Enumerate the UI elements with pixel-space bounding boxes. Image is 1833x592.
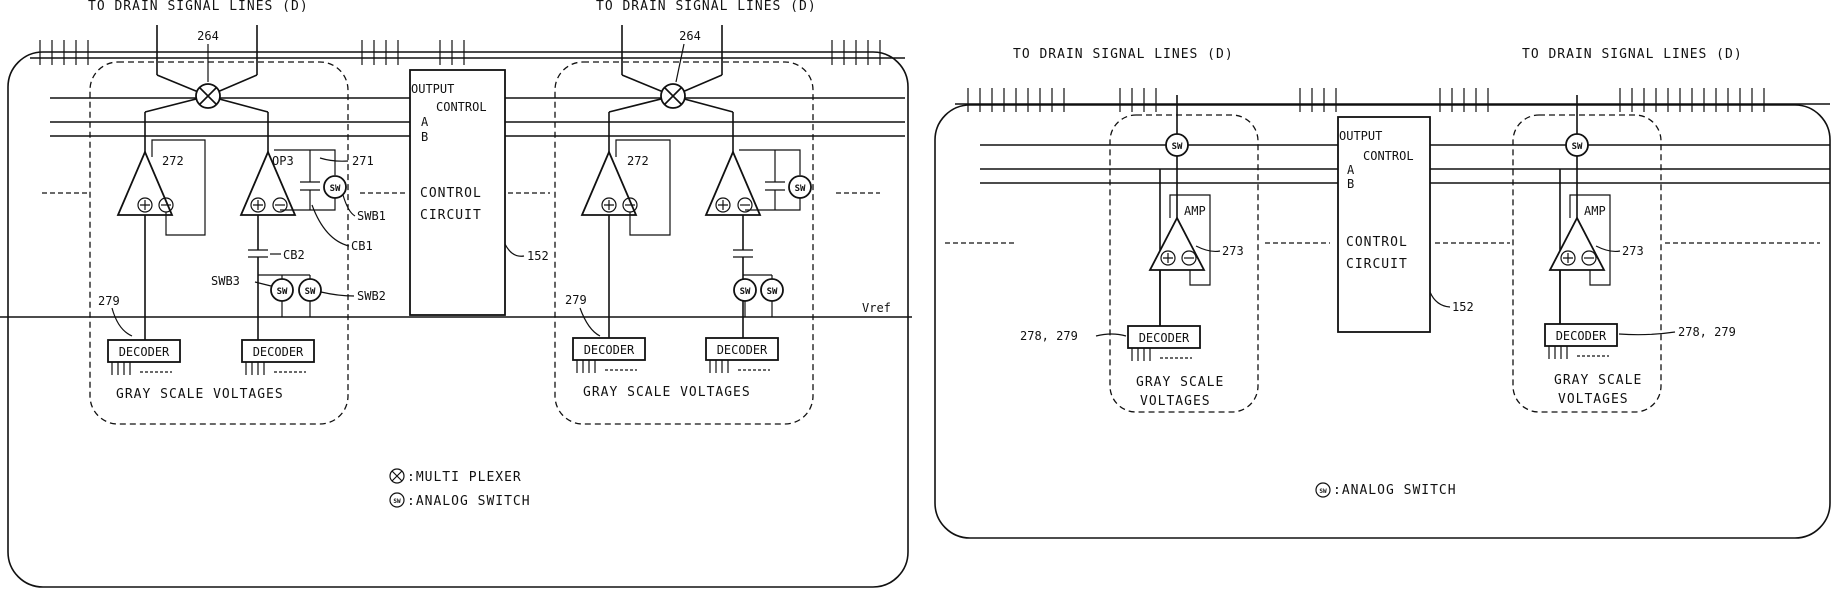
b-label: B [1347,177,1354,191]
ref-272: 272 [162,154,184,168]
mux-ref: 264 [679,29,701,43]
drain-label-right: TO DRAIN SIGNAL LINES (D) [1522,47,1743,62]
ref-swb3: SWB3 [211,274,240,288]
gray-scale-line2: VOLTAGES [1558,392,1629,407]
channel-group-2-circuits: 264 272 SW [565,25,811,400]
control-circuit-line1: CONTROL [420,186,482,201]
control-circuit-line2: CIRCUIT [420,208,482,223]
svg-text:SW: SW [277,287,288,297]
left-figure: TO DRAIN SIGNAL LINES (D) TO DRAIN SIGNA… [0,0,912,587]
right-legend: SW :ANALOG SWITCH [1316,483,1457,498]
decoder-label: DECODER [1556,329,1607,343]
control-circuit-line1: CONTROL [1346,235,1408,250]
vref-label: Vref [862,301,891,315]
svg-text:SW: SW [1172,142,1183,152]
control-circuit-right: OUTPUT CONTROL A B CONTROL CIRCUIT 152 [1338,117,1474,332]
ref-273: 273 [1222,244,1244,258]
legend-analog-switch: :ANALOG SWITCH [1333,483,1457,498]
gray-scale-line1: GRAY SCALE [1554,373,1642,388]
ref-152: 152 [1452,300,1474,314]
ref-op3: OP3 [272,154,294,168]
ref-271: 271 [352,154,374,168]
ref-cb1: CB1 [351,239,373,253]
ref-swb1: SWB1 [357,209,386,223]
svg-text:SW: SW [740,287,751,297]
control-label: CONTROL [436,100,487,114]
decoder-label: DECODER [1139,331,1190,345]
gray-scale-voltages-left: GRAY SCALE VOLTAGES [116,387,284,402]
ref-272: 272 [627,154,649,168]
right-channel-1: SW AMP 273 DECODER 278, 279 GRAY SCALE V… [1020,95,1244,409]
top-tick-marks [968,88,1764,112]
legend-multiplexer: :MULTI PLEXER [407,470,522,485]
drain-label-left: TO DRAIN SIGNAL LINES (D) [1013,47,1234,62]
output-label: OUTPUT [411,82,454,96]
ref-cb2: CB2 [283,248,305,262]
legend-analog-switch: :ANALOG SWITCH [407,494,531,509]
svg-text:SW: SW [767,287,778,297]
ref-swb2: SWB2 [357,289,386,303]
svg-text:SW: SW [795,184,806,194]
ref-278-279-right: 278, 279 [1678,325,1736,339]
gray-scale-line2: VOLTAGES [1140,394,1211,409]
decoder-label: DECODER [584,343,635,357]
channel-group-right [555,62,813,424]
drain-label-left: TO DRAIN SIGNAL LINES (D) [88,0,309,14]
drain-label-right: TO DRAIN SIGNAL LINES (D) [596,0,817,14]
amplifier-amp [1550,218,1604,270]
mux-ref: 264 [197,29,219,43]
ref-273: 273 [1622,244,1644,258]
right-figure: TO DRAIN SIGNAL LINES (D) TO DRAIN SIGNA… [935,47,1830,538]
right-channel-2: SW AMP 273 DECODER 278, 279 GRAY SCALE V… [1545,95,1736,407]
control-circuit-line2: CIRCUIT [1346,257,1408,272]
decoder-label: DECODER [717,343,768,357]
channel-group-1-circuits: 264 272 OP3 SW [98,25,386,402]
decoder-label: DECODER [119,345,170,359]
amplifier-amp [1150,218,1204,270]
switch-glyph: SW [330,184,341,194]
gray-scale-voltages-right: GRAY SCALE VOLTAGES [583,385,751,400]
ref-278-279-left: 278, 279 [1020,329,1078,343]
amp-label: AMP [1184,204,1206,218]
left-legend: :MULTI PLEXER SW :ANALOG SWITCH [390,469,531,509]
amp-label: AMP [1584,204,1606,218]
decoder-label: DECODER [253,345,304,359]
channel-group-left [90,62,348,424]
svg-text:SW: SW [1572,142,1583,152]
ref-279-left: 279 [98,294,120,308]
svg-text:SW: SW [1319,488,1327,495]
a-label: A [421,115,429,129]
control-label: CONTROL [1363,149,1414,163]
svg-text:SW: SW [305,287,316,297]
svg-text:SW: SW [393,498,401,505]
ref-279-right: 279 [565,293,587,307]
a-label: A [1347,163,1355,177]
b-label: B [421,130,428,144]
output-label: OUTPUT [1339,129,1382,143]
gray-scale-line1: GRAY SCALE [1136,375,1224,390]
ref-152: 152 [527,249,549,263]
